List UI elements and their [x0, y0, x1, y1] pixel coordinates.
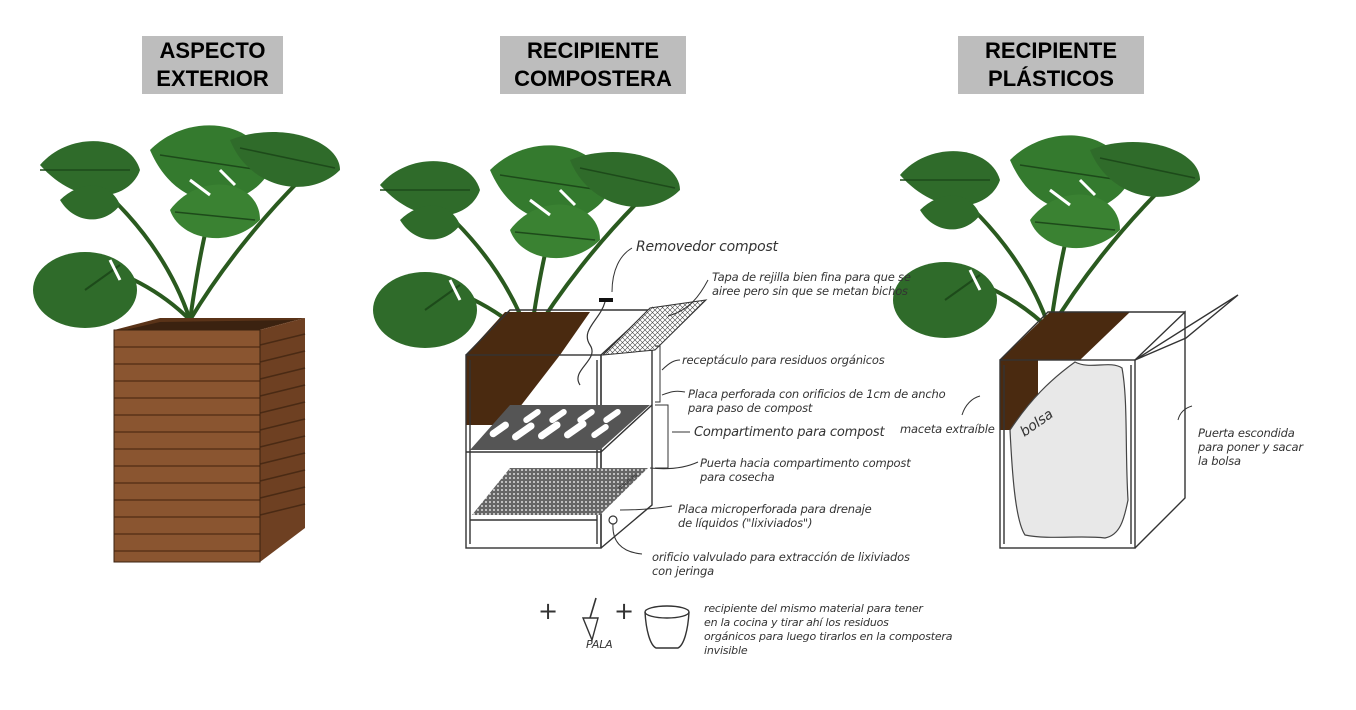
plasticos-diagram [891, 133, 1239, 549]
compostera-diagram: bisagras [371, 143, 709, 555]
title-recipiente-compostera: RECIPIENTE COMPOSTERA [500, 36, 686, 94]
label-placa-perforada: Placa perforada con orificios de 1cm de … [688, 387, 946, 415]
exterior-planter [31, 123, 342, 563]
plus-sign-1: + [538, 597, 558, 625]
label-tapa-rejilla: Tapa de rejilla bien fina para que se ai… [712, 270, 911, 298]
label-maceta-extraible: maceta extraíble [900, 422, 995, 436]
plus-sign-2: + [614, 597, 634, 625]
label-puerta-compartimento: Puerta hacia compartimento compost para … [700, 456, 911, 484]
label-removedor-compost: Removedor compost [636, 239, 778, 255]
recipiente-icon [644, 605, 690, 649]
label-receptaculo: receptáculo para residuos orgánicos [682, 353, 885, 367]
label-placa-microperforada: Placa microperforada para drenaje de líq… [678, 502, 872, 530]
title-aspecto-exterior: ASPECTO EXTERIOR [142, 36, 283, 94]
label-orificio-valvulado: orificio valvulado para extracción de li… [652, 550, 910, 578]
title-recipiente-plasticos: RECIPIENTE PLÁSTICOS [958, 36, 1144, 94]
label-compartimento: Compartimento para compost [694, 425, 885, 440]
label-pala: PALA [586, 638, 613, 651]
pala-icon [581, 597, 599, 643]
label-recipiente-cocina: recipiente del mismo material para tener… [704, 602, 953, 657]
label-puerta-escondida: Puerta escondida para poner y sacar la b… [1198, 426, 1303, 468]
